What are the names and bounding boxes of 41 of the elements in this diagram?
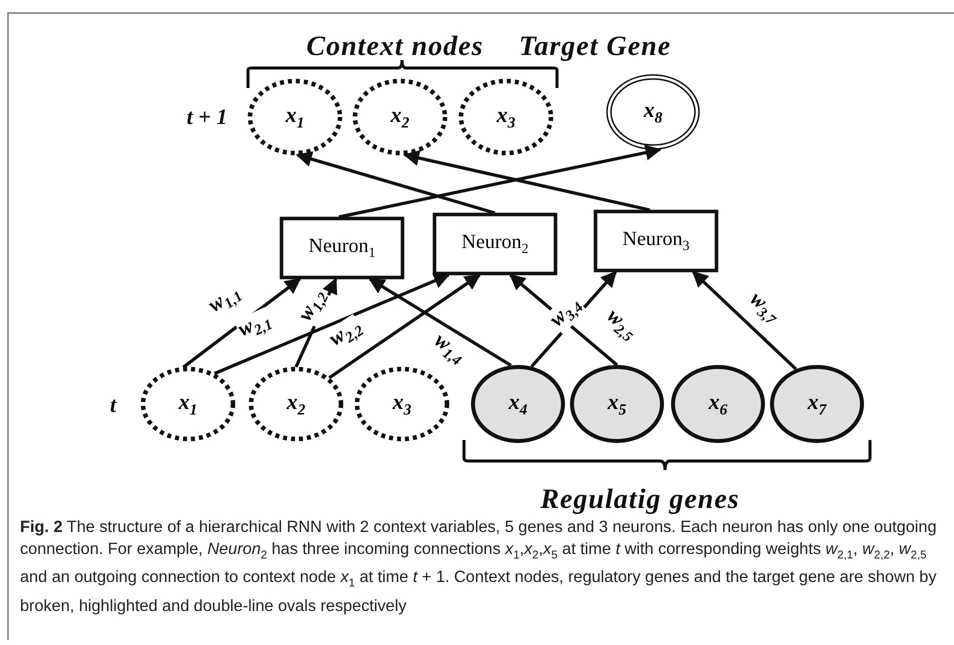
variable-label: x$_{3}$ <box>392 388 412 420</box>
heading: Target Gene <box>518 31 672 63</box>
figure-caption: Fig. 2 The structure of a hierarchical RNN with 2 context variables, 5 genes and 3 neurons. Each neuron has only one outgoing connection. For example, Neuron$_{2}$ has three incoming connections x$_{1}$,x$_{2}$,x$_{5}$ at time t with corresponding weights w$_{2,1}$, w$_{2,2}$, w$_{2,5}$ and an outgoing connection to context node x$_{1}$ at time t + 1. Context nodes, regulatory genes and the target gene are shown by broken, highlighted and double-line ovals respectively <box>20 517 938 616</box>
arrow <box>214 273 450 375</box>
variable-label: x$_{7}$ <box>808 388 826 420</box>
variable-label: x$_{2}$ <box>286 388 306 420</box>
variable-label: x$_{6}$ <box>708 388 728 420</box>
target-gene-oval <box>606 74 700 150</box>
variable-label: x$_{5}$ <box>608 388 626 420</box>
arrow <box>328 274 481 380</box>
context-node-oval <box>248 79 342 155</box>
time-label: t + 1 <box>186 104 228 130</box>
regulating-gene-oval <box>471 365 565 443</box>
arrow <box>368 278 512 367</box>
variable-label: x$_{8}$ <box>644 96 662 128</box>
regulating-gene-oval <box>671 365 765 443</box>
arrow <box>296 151 496 215</box>
variable-label: x$_{1}$ <box>178 388 198 420</box>
variable-label: x$_{2}$ <box>390 102 410 132</box>
variable-label: x$_{4}$ <box>508 388 528 420</box>
context-node-oval <box>459 79 553 155</box>
arrow <box>403 150 650 212</box>
arrow <box>338 144 662 219</box>
heading: Context nodes <box>306 31 484 63</box>
context-node-oval <box>353 79 447 155</box>
time-label: t <box>110 392 116 418</box>
regulating-gene-oval <box>570 365 664 443</box>
neuron-box <box>594 210 718 272</box>
heading: Regulatig genes <box>540 484 740 516</box>
neuron-label: Neuron$_{3}$ <box>622 228 690 254</box>
neuron-label: Neuron$_{1}$ <box>308 234 376 262</box>
neuron-box <box>433 213 557 275</box>
neuron-label: Neuron$_{2}$ <box>462 230 528 258</box>
context-node-oval <box>249 367 343 441</box>
regulating-gene-oval <box>770 365 864 443</box>
context-node-oval <box>141 367 235 441</box>
arrow <box>692 270 798 370</box>
variable-label: x$_{3}$ <box>496 102 516 132</box>
variable-label: x$_{1}$ <box>286 102 304 132</box>
neuron-box <box>280 217 404 279</box>
context-node-oval <box>355 367 449 441</box>
